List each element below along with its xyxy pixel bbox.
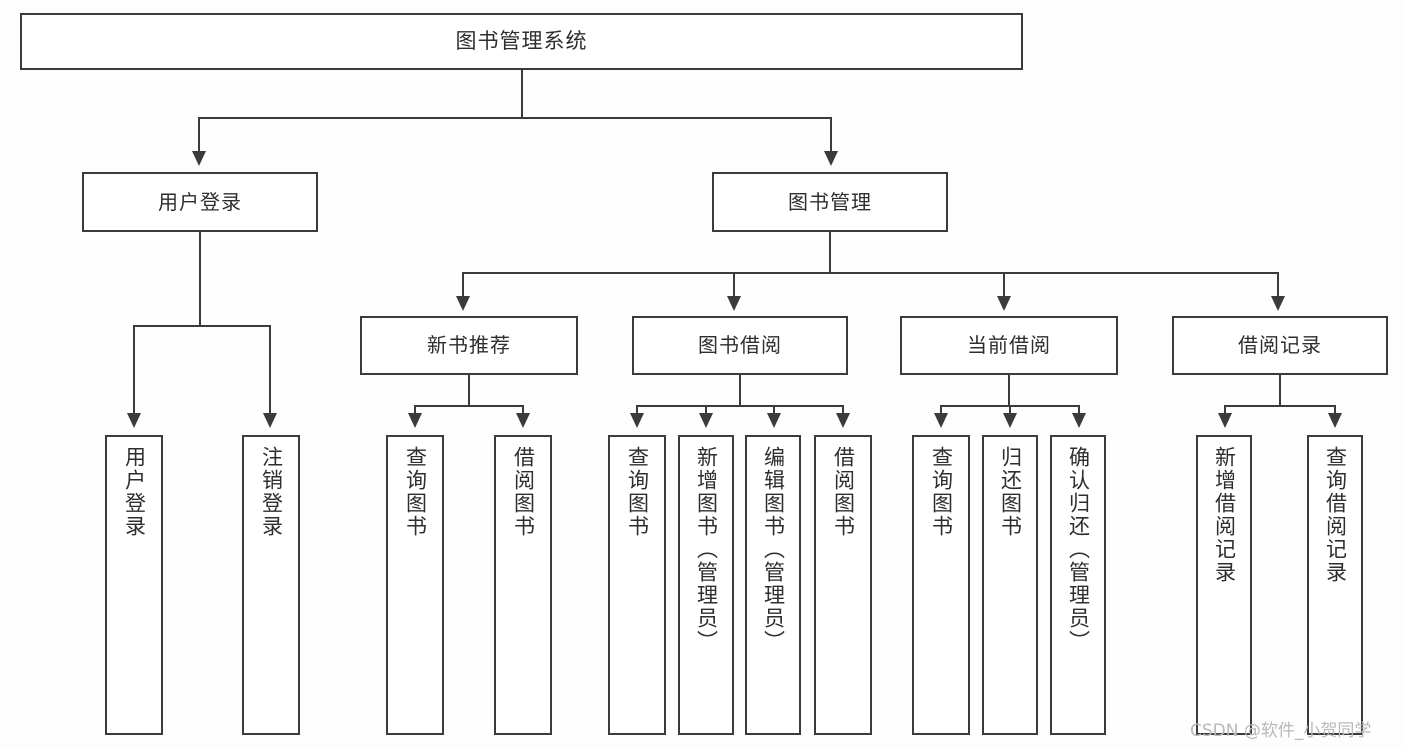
- node-label: 当前借阅: [967, 333, 1051, 358]
- leaf-current-return-book[interactable]: 归还图书: [982, 435, 1038, 735]
- node-label: 查询图书: [403, 446, 428, 538]
- node-label: 新增图书（管理员）: [694, 446, 719, 653]
- connector-borrowrecord-bus: [1224, 405, 1336, 407]
- node-new-book-recommend[interactable]: 新书推荐: [360, 316, 578, 375]
- leaf-current-confirm-return-admin[interactable]: 确认归还（管理员）: [1050, 435, 1106, 735]
- node-label: 借阅图书: [511, 446, 536, 538]
- leaf-borrow-edit-book-admin[interactable]: 编辑图书（管理员）: [745, 435, 801, 735]
- node-label: 新书推荐: [427, 333, 511, 358]
- node-label: 查询借阅记录: [1323, 446, 1348, 584]
- node-label: 查询图书: [929, 446, 954, 538]
- connector-borrowrecord-drop-1: [1224, 405, 1226, 415]
- connector-bookborrow-drop-1: [636, 405, 638, 415]
- node-label: 用户登录: [122, 446, 147, 538]
- connector-newbook-stem: [468, 375, 470, 406]
- connector-root-drop-1: [198, 117, 200, 151]
- connector-root-bus: [198, 117, 832, 119]
- leaf-newbook-query-book[interactable]: 查询图书: [386, 435, 444, 735]
- node-user-login[interactable]: 用户登录: [82, 172, 318, 232]
- node-label: 图书管理: [788, 189, 872, 214]
- arrowhead-newbook-child-2: [516, 413, 530, 428]
- connector-userlogin-drop-1: [133, 325, 135, 413]
- arrowhead-userlogin-child-1: [127, 413, 141, 428]
- leaf-borrow-add-book-admin[interactable]: 新增图书（管理员）: [678, 435, 734, 735]
- node-book-management[interactable]: 图书管理: [712, 172, 948, 232]
- connector-bookmgmt-stem: [829, 232, 831, 273]
- connector-userlogin-bus: [133, 325, 269, 327]
- connector-bookborrow-stem: [739, 375, 741, 406]
- arrowhead-borrowrecord-child-2: [1328, 413, 1342, 428]
- connector-currentborrow-drop-1: [940, 405, 942, 415]
- node-label: 借阅图书: [831, 446, 856, 538]
- leaf-user-login[interactable]: 用户登录: [105, 435, 163, 735]
- arrowhead-root-to-user-login: [192, 151, 206, 166]
- connector-bookmgmt-bus: [462, 272, 1279, 274]
- node-borrow-record[interactable]: 借阅记录: [1172, 316, 1388, 375]
- arrowhead-bookmgmt-to-new-book: [456, 296, 470, 311]
- arrowhead-currentborrow-child-1: [934, 413, 948, 428]
- leaf-borrow-query-book[interactable]: 查询图书: [608, 435, 666, 735]
- arrowhead-bookborrow-child-4: [836, 413, 850, 428]
- connector-newbook-bus: [414, 405, 524, 407]
- connector-bookborrow-drop-3: [773, 405, 775, 415]
- connector-bookborrow-drop-4: [842, 405, 844, 415]
- arrowhead-currentborrow-child-3: [1072, 413, 1086, 428]
- node-label: 注销登录: [259, 446, 284, 538]
- connector-borrowrecord-stem: [1279, 375, 1281, 406]
- arrowhead-bookmgmt-to-borrow: [727, 296, 741, 311]
- node-label: 查询图书: [625, 446, 650, 538]
- leaf-borrow-borrow-book[interactable]: 借阅图书: [814, 435, 872, 735]
- node-label: 编辑图书（管理员）: [761, 446, 786, 653]
- connector-userlogin-stem: [199, 232, 201, 326]
- leaf-record-add-record[interactable]: 新增借阅记录: [1196, 435, 1252, 735]
- connector-bookborrow-bus: [636, 405, 844, 407]
- connector-bookmgmt-drop-4: [1277, 272, 1279, 296]
- leaf-record-query-record[interactable]: 查询借阅记录: [1307, 435, 1363, 735]
- arrowhead-newbook-child-1: [408, 413, 422, 428]
- connector-root-stem: [521, 70, 523, 118]
- node-label: 图书借阅: [698, 333, 782, 358]
- arrowhead-userlogin-child-2: [263, 413, 277, 428]
- node-label: 用户登录: [158, 189, 242, 214]
- node-label: 图书管理系统: [455, 28, 588, 53]
- connector-bookmgmt-drop-2: [733, 272, 735, 296]
- connector-bookmgmt-drop-1: [462, 272, 464, 296]
- connector-borrowrecord-drop-2: [1334, 405, 1336, 415]
- node-label: 新增借阅记录: [1212, 446, 1237, 584]
- arrowhead-bookborrow-child-2: [699, 413, 713, 428]
- arrowhead-bookmgmt-to-current: [997, 296, 1011, 311]
- arrowhead-currentborrow-child-2: [1003, 413, 1017, 428]
- node-label: 确认归还（管理员）: [1066, 446, 1091, 653]
- arrowhead-root-to-book-manage: [824, 151, 838, 166]
- connector-currentborrow-stem: [1008, 375, 1010, 406]
- arrowhead-bookborrow-child-3: [767, 413, 781, 428]
- node-current-borrow[interactable]: 当前借阅: [900, 316, 1118, 375]
- node-label: 借阅记录: [1238, 333, 1322, 358]
- connector-root-drop-2: [830, 117, 832, 151]
- node-label: 归还图书: [998, 446, 1023, 538]
- node-root-system[interactable]: 图书管理系统: [20, 13, 1023, 70]
- connector-bookborrow-drop-2: [705, 405, 707, 415]
- node-book-borrow[interactable]: 图书借阅: [632, 316, 848, 375]
- leaf-user-logout[interactable]: 注销登录: [242, 435, 300, 735]
- leaf-current-query-book[interactable]: 查询图书: [912, 435, 970, 735]
- connector-bookmgmt-drop-3: [1003, 272, 1005, 296]
- connector-newbook-drop-1: [414, 405, 416, 415]
- leaf-newbook-borrow-book[interactable]: 借阅图书: [494, 435, 552, 735]
- connector-currentborrow-drop-2: [1009, 405, 1011, 415]
- connector-userlogin-drop-2: [269, 325, 271, 413]
- arrowhead-bookmgmt-to-record: [1271, 296, 1285, 311]
- connector-currentborrow-drop-3: [1078, 405, 1080, 415]
- arrowhead-borrowrecord-child-1: [1218, 413, 1232, 428]
- arrowhead-bookborrow-child-1: [630, 413, 644, 428]
- connector-newbook-drop-2: [522, 405, 524, 415]
